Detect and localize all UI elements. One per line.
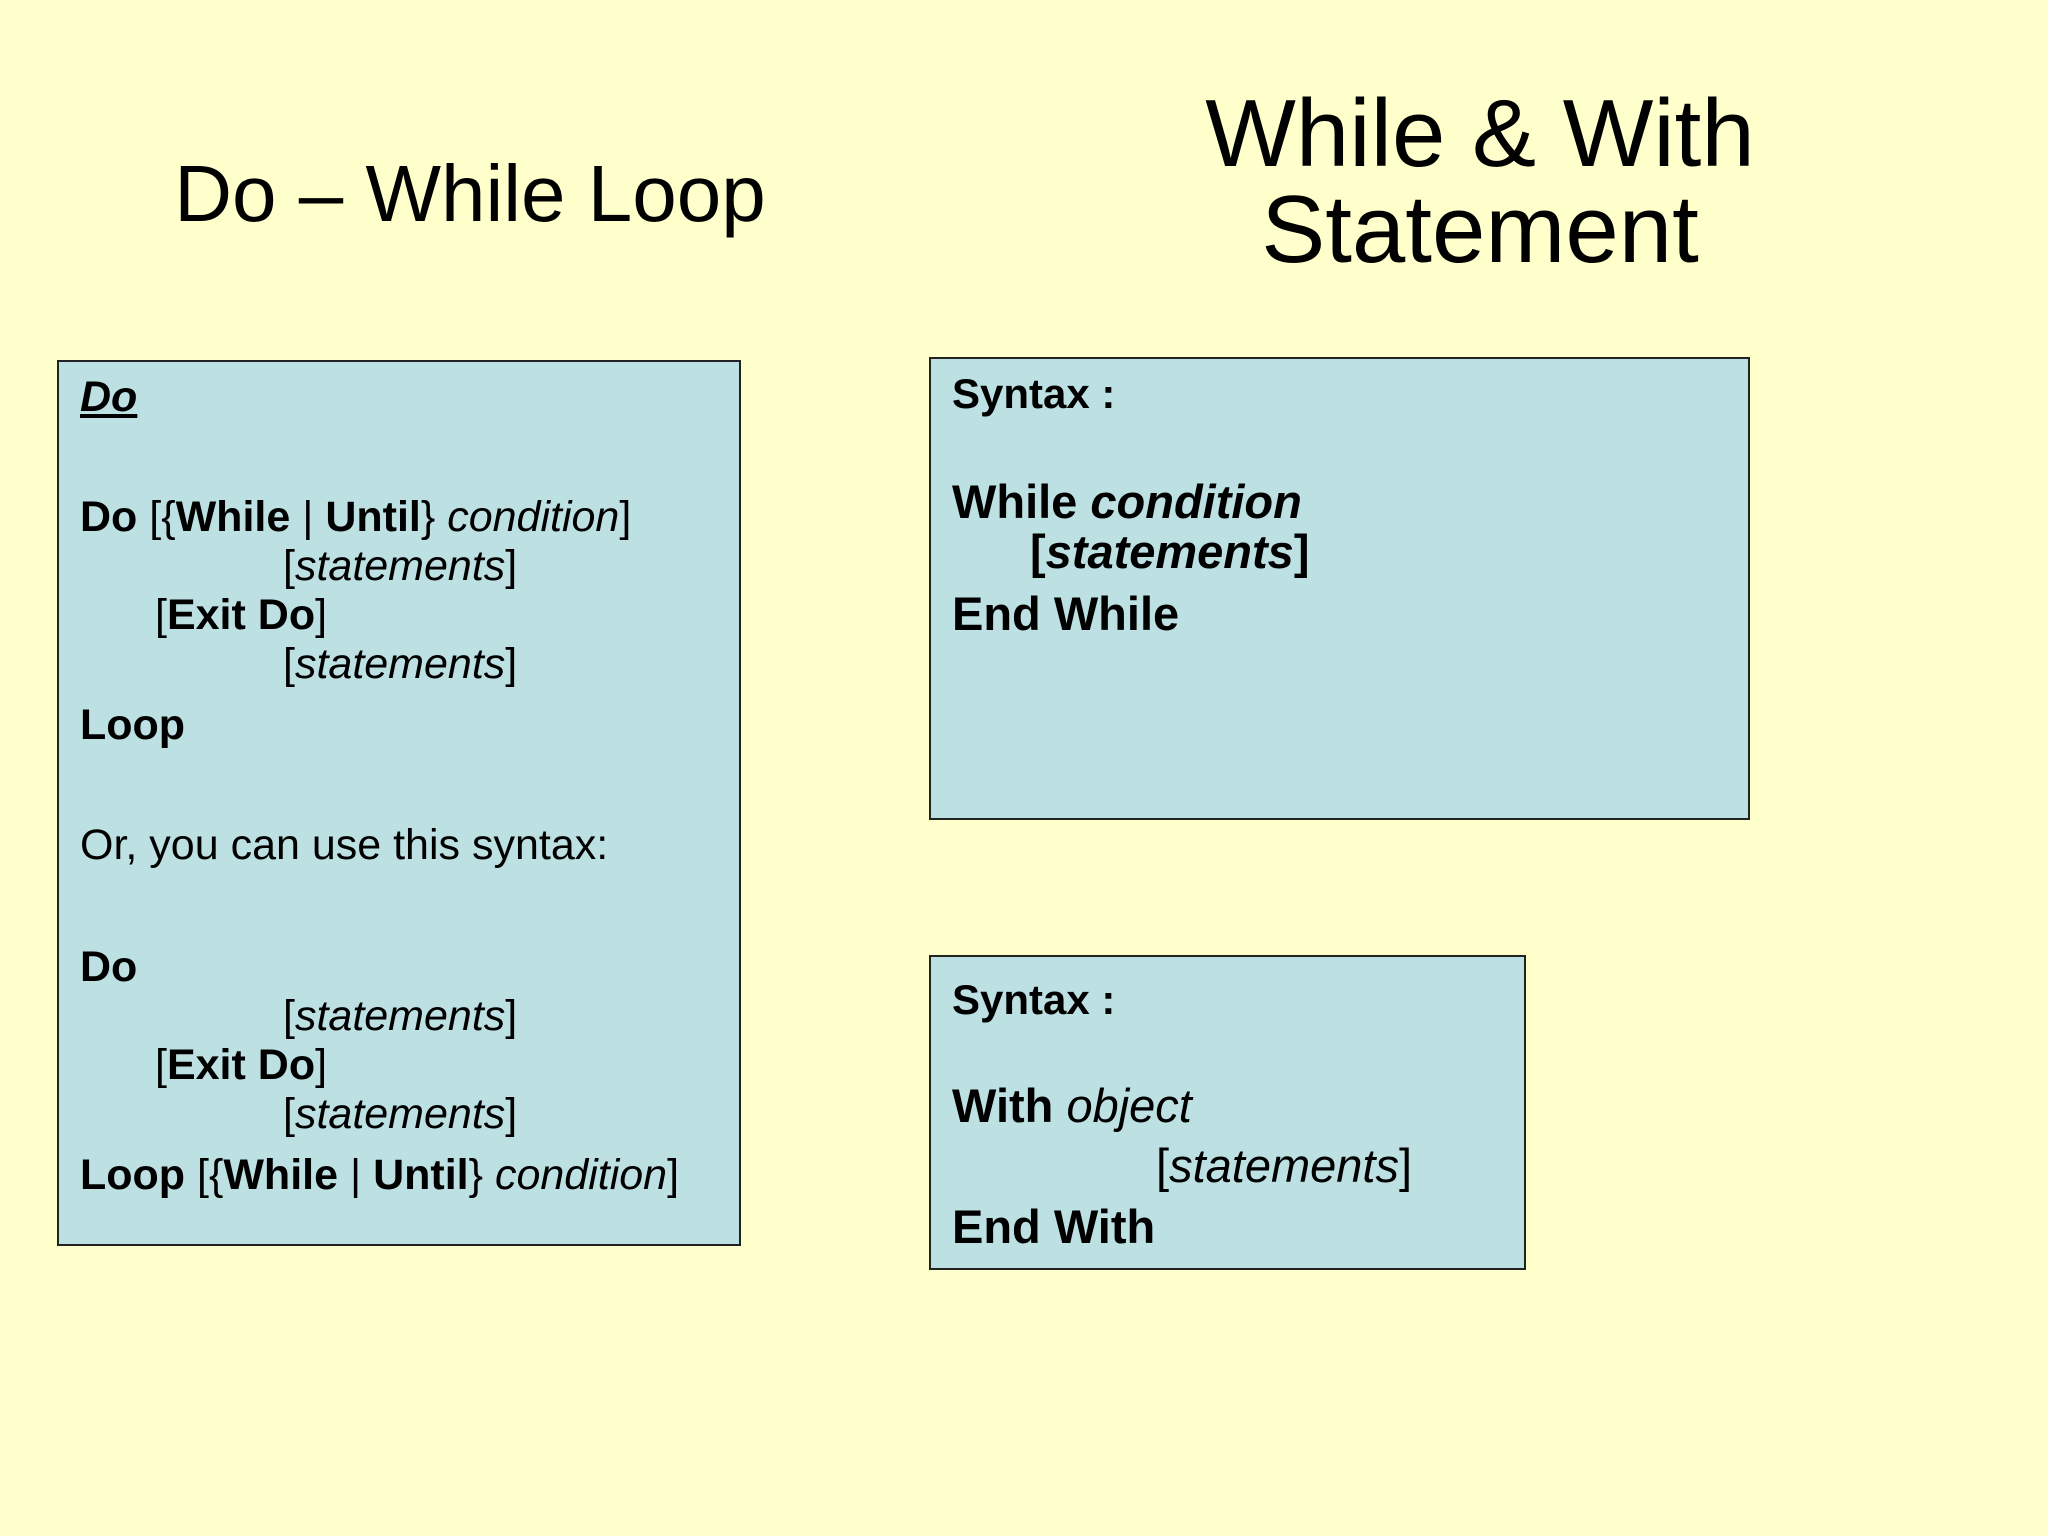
punct: ] [505,1090,518,1138]
punct: ] [667,1151,680,1199]
while-line1: While condition [952,475,1302,529]
punct: [{ [137,493,176,541]
title-while-with-statement: While & With Statement [1120,86,1840,278]
arg-statements: statements [1169,1139,1399,1192]
kw-exit-do: Exit Do [166,1041,316,1089]
punct: ] [505,640,518,688]
do-syntax1-line3: [Exit Do] [155,590,327,640]
punct: [ [283,992,295,1040]
punct: ] [1398,1139,1413,1192]
kw-exit-do: Exit Do [166,591,316,639]
do-syntax2-line1: Do [80,943,138,991]
punct: [ [283,640,295,688]
punct: | [338,1151,374,1199]
do-syntax2-line5: Loop [{While | Until} condition] [80,1150,679,1200]
arg-statements: statements [294,542,506,590]
while-syntax-label: Syntax : [952,370,1116,417]
punct: } [420,493,448,541]
with-line1: With object [952,1079,1192,1133]
do-heading: Do [80,373,138,421]
punct: [{ [185,1151,224,1199]
punct: } [468,1151,495,1199]
punct: ] [505,992,518,1040]
kw-with: With [952,1079,1054,1132]
with-syntax-box: Syntax : With object [statements] End Wi… [929,955,1526,1270]
do-syntax2-line4: [statements] [283,1089,517,1139]
punct: | [290,493,326,541]
arg-condition: condition [1090,475,1302,528]
do-syntax2-line2: [statements] [283,991,517,1041]
or-syntax-text: Or, you can use this syntax: [80,821,609,869]
do-loop-syntax-box: Do Do [{While | Until} condition] [state… [57,360,741,1246]
arg-condition: condition [494,1151,668,1199]
while-syntax-box: Syntax : While condition [statements] En… [929,357,1750,820]
with-syntax-label: Syntax : [952,976,1116,1023]
arg-statements: statements [294,992,506,1040]
with-line2: [statements] [1156,1139,1412,1193]
arg-statements: statements [294,640,506,688]
do-syntax1-line1: Do [{While | Until} condition] [80,492,631,542]
title-right-line1: While & With [1205,80,1755,187]
kw-while: While [952,475,1078,528]
title-do-while-loop: Do – While Loop [174,149,766,238]
punct: [ [283,542,295,590]
punct: ] [315,1041,328,1089]
kw-do: Do [80,493,138,541]
do-syntax1-line4: [statements] [283,639,517,689]
punct: ] [505,542,518,590]
arg-condition: condition [447,493,620,541]
while-line3: End While [952,587,1180,640]
kw-while: While [223,1151,339,1199]
punct: ] [1293,525,1310,578]
kw-loop: Loop [80,1151,186,1199]
punct: [ [155,1041,167,1089]
with-line3: End With [952,1200,1156,1253]
kw-while: While [175,493,291,541]
title-right-line2: Statement [1261,176,1699,283]
while-line2: [statements] [1030,525,1309,579]
arg-statements: statements [1045,525,1294,578]
arg-statements: statements [294,1090,506,1138]
kw-until: Until [325,493,421,541]
kw-until: Until [373,1151,469,1199]
punct: ] [619,493,632,541]
punct: ] [315,591,328,639]
do-syntax1-line5: Loop [80,701,186,749]
punct: [ [155,591,167,639]
punct: [ [1030,525,1046,578]
punct: [ [1156,1139,1170,1192]
do-syntax2-line3: [Exit Do] [155,1040,327,1090]
punct: [ [283,1090,295,1138]
do-syntax1-line2: [statements] [283,541,517,591]
arg-object: object [1066,1079,1192,1132]
